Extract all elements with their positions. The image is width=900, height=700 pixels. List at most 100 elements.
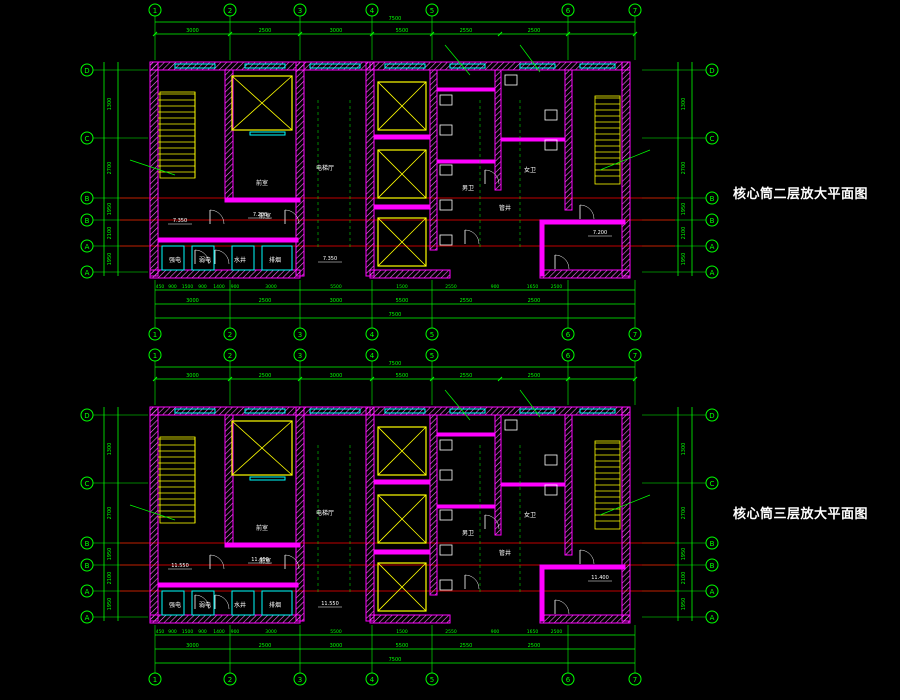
wall-segment bbox=[149, 614, 301, 624]
callout-leader bbox=[129, 504, 176, 521]
dimension-top: 5500 bbox=[396, 28, 409, 34]
room-label: 女卫 bbox=[524, 511, 536, 519]
dimension-left: 1950 bbox=[107, 203, 113, 216]
dimension-bottom: 900 bbox=[231, 284, 240, 290]
dimension-right: 2700 bbox=[681, 162, 687, 175]
room-label: 排烟 bbox=[269, 601, 281, 609]
dimension-bottom-main: 2500 bbox=[528, 643, 541, 649]
window-inner bbox=[249, 131, 286, 136]
sanitary-fixture bbox=[439, 234, 453, 246]
window bbox=[309, 63, 361, 69]
window bbox=[384, 408, 426, 414]
window bbox=[174, 63, 216, 69]
dimension-bottom-main: 5500 bbox=[396, 643, 409, 649]
door-swing bbox=[209, 554, 225, 570]
shaft-box bbox=[191, 245, 215, 271]
stair-left bbox=[159, 91, 196, 179]
sanitary-fixture bbox=[439, 579, 453, 591]
axis-bubble-top-label: 7 bbox=[633, 352, 637, 360]
shaft-box bbox=[231, 590, 255, 616]
elevator-cross bbox=[377, 81, 427, 131]
window-inner bbox=[249, 476, 286, 481]
axis-bubble-left-label: B bbox=[85, 217, 90, 225]
dimension-bottom: 1500 bbox=[182, 284, 194, 290]
dimension-left: 1300 bbox=[107, 443, 113, 456]
dimension-bottom: 900 bbox=[168, 629, 177, 635]
dimension-right: 1950 bbox=[681, 253, 687, 266]
sanitary-fixture bbox=[439, 544, 453, 556]
axis-bubble-bottom-label: 6 bbox=[566, 676, 571, 684]
room-label: 弱电 bbox=[199, 601, 211, 609]
axis-bubble-top-label: 2 bbox=[228, 7, 232, 15]
wall-segment bbox=[149, 269, 301, 279]
elevator-cross bbox=[377, 149, 427, 199]
door-swing bbox=[214, 249, 230, 265]
sanitary-fixture bbox=[439, 124, 453, 136]
dimension-left: 2700 bbox=[107, 162, 113, 175]
dimension-bottom: 2500 bbox=[551, 629, 563, 635]
door-swing bbox=[484, 169, 500, 185]
wall-segment bbox=[369, 406, 631, 416]
shaft-box bbox=[261, 245, 293, 271]
door-swing bbox=[579, 549, 595, 565]
dimension-top: 3000 bbox=[186, 28, 199, 34]
door-swing bbox=[214, 594, 230, 610]
axis-bubble-top-label: 6 bbox=[566, 352, 571, 360]
sanitary-fixture bbox=[504, 419, 518, 431]
dimension-tick bbox=[565, 31, 571, 37]
dimension-bottom: 900 bbox=[231, 629, 240, 635]
dimension-bottom: 1500 bbox=[396, 629, 408, 635]
partition-wall bbox=[373, 479, 431, 485]
axis-bubble-bottom-label: 3 bbox=[298, 331, 302, 339]
dimension-left: 1300 bbox=[107, 98, 113, 111]
partition-wall bbox=[539, 564, 626, 570]
dimension-tick bbox=[429, 31, 435, 37]
dimension-bottom: 3000 bbox=[265, 629, 277, 635]
partition-wall bbox=[373, 204, 431, 210]
room-label: 男卫 bbox=[462, 530, 474, 537]
shaft-box bbox=[191, 590, 215, 616]
window bbox=[579, 408, 616, 414]
door-swing bbox=[209, 209, 225, 225]
callout-leader bbox=[444, 44, 471, 76]
window bbox=[384, 63, 426, 69]
dimension-right: 1950 bbox=[681, 548, 687, 561]
dimension-bottom: 2550 bbox=[445, 284, 457, 290]
callout-leader bbox=[129, 159, 176, 176]
sanitary-fixture bbox=[544, 454, 558, 466]
axis-bubble-left-label: A bbox=[85, 588, 90, 596]
axis-bubble-top-label: 3 bbox=[298, 352, 302, 360]
door-swing bbox=[464, 229, 480, 245]
dimension-left: 1950 bbox=[107, 548, 113, 561]
dimension-left: 2100 bbox=[107, 572, 113, 585]
dimension-bottom-main: 2550 bbox=[460, 643, 473, 649]
wall-segment bbox=[494, 69, 502, 191]
dimension-bottom: 1400 bbox=[213, 284, 225, 290]
elevator-cross bbox=[231, 75, 293, 131]
dimension-right: 2100 bbox=[681, 227, 687, 240]
level-mark: 11.400 bbox=[251, 557, 269, 563]
dimension-left: 2700 bbox=[107, 507, 113, 520]
door-swing bbox=[579, 204, 595, 220]
axis-bubble-bottom-label: 4 bbox=[370, 676, 375, 684]
dimension-tick bbox=[565, 376, 571, 382]
dimension-bottom-main: 2550 bbox=[460, 298, 473, 304]
axis-bubble-top-label: 1 bbox=[153, 352, 157, 360]
room-label: 前室 bbox=[259, 212, 271, 220]
dimension-tick bbox=[227, 376, 233, 382]
axis-bubble-bottom-label: 2 bbox=[228, 676, 232, 684]
dimension-bottom: 1650 bbox=[527, 284, 539, 290]
window bbox=[449, 63, 486, 69]
axis-bubble-right-label: B bbox=[710, 217, 715, 225]
level-mark: 11.400 bbox=[591, 575, 609, 581]
partition-wall bbox=[539, 219, 545, 277]
door-swing bbox=[194, 594, 210, 610]
room-label: 前室 bbox=[259, 557, 271, 565]
stair-right bbox=[594, 440, 621, 530]
wall-segment bbox=[494, 414, 502, 536]
axis-bubble-right-label: C bbox=[710, 480, 715, 488]
room-label: 男卫 bbox=[462, 185, 474, 192]
partition-wall bbox=[436, 87, 496, 92]
partition-wall bbox=[539, 564, 545, 622]
level-mark: 7.200 bbox=[593, 230, 607, 236]
